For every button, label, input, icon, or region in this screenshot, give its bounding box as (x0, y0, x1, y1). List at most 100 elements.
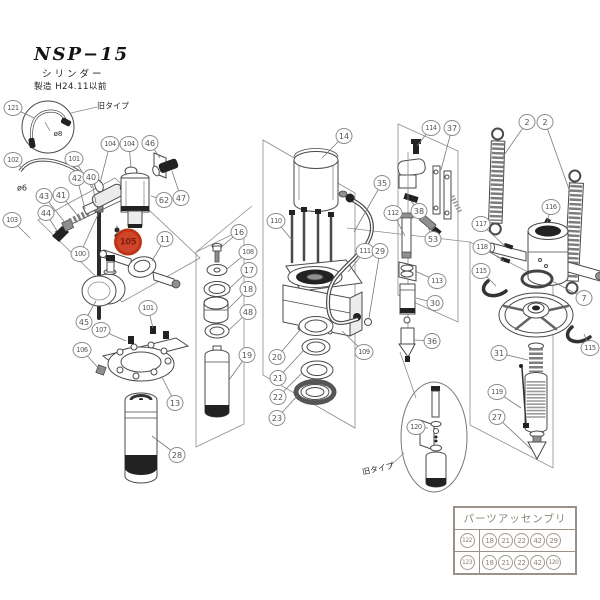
callout-115[interactable]: 115 (471, 263, 491, 279)
part-ref-21: 21 (498, 555, 513, 570)
highlighted-callout-105[interactable]: 105 (114, 228, 142, 256)
callout-112[interactable]: 112 (383, 205, 403, 221)
callout-53[interactable]: 53 (424, 231, 442, 247)
tank-14 (294, 149, 338, 212)
callout-35[interactable]: 35 (373, 175, 391, 191)
callout-48[interactable]: 48 (239, 304, 257, 320)
assembly-number-123: 123 (459, 555, 475, 570)
spring-2-left (488, 128, 505, 234)
callout-27[interactable]: 27 (488, 409, 506, 425)
bracket-37 (397, 139, 460, 238)
part-ref-120: 120 (546, 555, 561, 570)
diagram-label: ø8 (53, 130, 63, 138)
callout-104[interactable]: 104 (100, 136, 120, 152)
part-ref-42: 42 (530, 533, 545, 548)
callout-42[interactable]: 42 (68, 170, 86, 186)
caster-45 (82, 255, 125, 306)
old-type-hose-detail (22, 101, 97, 153)
callout-41[interactable]: 41 (52, 187, 70, 203)
callout-2[interactable]: 2 (536, 114, 554, 130)
callout-62[interactable]: 62 (155, 192, 173, 208)
diagram-label: ø6 (17, 183, 27, 193)
cylinder-28 (125, 393, 157, 483)
callout-120[interactable]: 120 (406, 419, 426, 435)
old-type-detail-ellipse (390, 352, 467, 492)
model-number: NSP−15 (34, 44, 130, 65)
hose-35 (328, 191, 372, 323)
callout-19[interactable]: 19 (238, 347, 256, 363)
callout-121[interactable]: 121 (3, 100, 23, 116)
callout-100[interactable]: 100 (70, 246, 90, 262)
part-name: シリンダー (42, 69, 105, 80)
handwheel-7 (484, 271, 590, 342)
callout-46[interactable]: 46 (141, 135, 159, 151)
callout-18[interactable]: 18 (239, 281, 257, 297)
callout-101[interactable]: 101 (138, 300, 158, 316)
spring-31-screw (519, 343, 547, 459)
callout-104[interactable]: 104 (119, 136, 139, 152)
callout-23[interactable]: 23 (268, 410, 286, 426)
title-block: NSP−15 シリンダー 製造 H24.11以前 (34, 44, 129, 92)
callout-7[interactable]: 7 (575, 290, 593, 306)
callout-29[interactable]: 29 (371, 243, 389, 259)
assembly-number-cell: 122 (455, 530, 480, 551)
assembly-number-122: 122 (459, 533, 475, 548)
part-ref-22: 22 (514, 533, 529, 548)
valve-column-112-36 (399, 152, 416, 362)
callout-38[interactable]: 38 (410, 203, 428, 219)
part-ref-18: 18 (482, 533, 497, 548)
callout-106[interactable]: 106 (72, 342, 92, 358)
callout-102[interactable]: 102 (3, 152, 23, 168)
manufacture-note: 製造 H24.11以前 (34, 82, 107, 92)
callout-110[interactable]: 110 (266, 213, 286, 229)
callout-43[interactable]: 43 (35, 188, 53, 204)
callout-14[interactable]: 14 (335, 128, 353, 144)
callout-107[interactable]: 107 (91, 322, 111, 338)
part-ref-42: 42 (530, 555, 545, 570)
callout-101[interactable]: 101 (64, 151, 84, 167)
callout-115[interactable]: 115 (580, 340, 600, 356)
assembly-number-cell: 123 (455, 552, 480, 573)
callout-30[interactable]: 30 (426, 295, 444, 311)
callout-45[interactable]: 45 (75, 314, 93, 330)
callout-11[interactable]: 11 (156, 231, 174, 247)
callout-117[interactable]: 117 (471, 216, 491, 232)
diagram-label: 旧タイプ (97, 101, 129, 111)
callout-28[interactable]: 28 (168, 447, 186, 463)
part-ref-22: 22 (514, 555, 529, 570)
lift-cylinder-116 (490, 217, 600, 286)
callout-13[interactable]: 13 (166, 395, 184, 411)
piston-stack-middle (204, 244, 230, 339)
callout-103[interactable]: 103 (2, 212, 22, 228)
callout-113[interactable]: 113 (427, 273, 447, 289)
ring-stack-20-23 (296, 317, 334, 403)
callout-114[interactable]: 114 (421, 120, 441, 136)
part-ref-18: 18 (482, 555, 497, 570)
callout-2[interactable]: 2 (518, 114, 536, 130)
callout-17[interactable]: 17 (240, 262, 258, 278)
callout-37[interactable]: 37 (443, 120, 461, 136)
cylinder-19 (205, 346, 229, 417)
callout-22[interactable]: 22 (269, 389, 287, 405)
callout-20[interactable]: 20 (268, 349, 286, 365)
callout-116[interactable]: 116 (541, 199, 561, 215)
callout-119[interactable]: 119 (487, 384, 507, 400)
callout-47[interactable]: 47 (172, 190, 190, 206)
callout-109[interactable]: 109 (354, 344, 374, 360)
callout-16[interactable]: 16 (230, 224, 248, 240)
callout-44[interactable]: 44 (37, 205, 55, 221)
callout-108[interactable]: 108 (238, 244, 258, 260)
callout-40[interactable]: 40 (82, 169, 100, 185)
callout-36[interactable]: 36 (423, 333, 441, 349)
callout-118[interactable]: 118 (472, 239, 492, 255)
release-valve-62 (93, 153, 179, 228)
callout-21[interactable]: 21 (269, 370, 287, 386)
callout-31[interactable]: 31 (490, 345, 508, 361)
